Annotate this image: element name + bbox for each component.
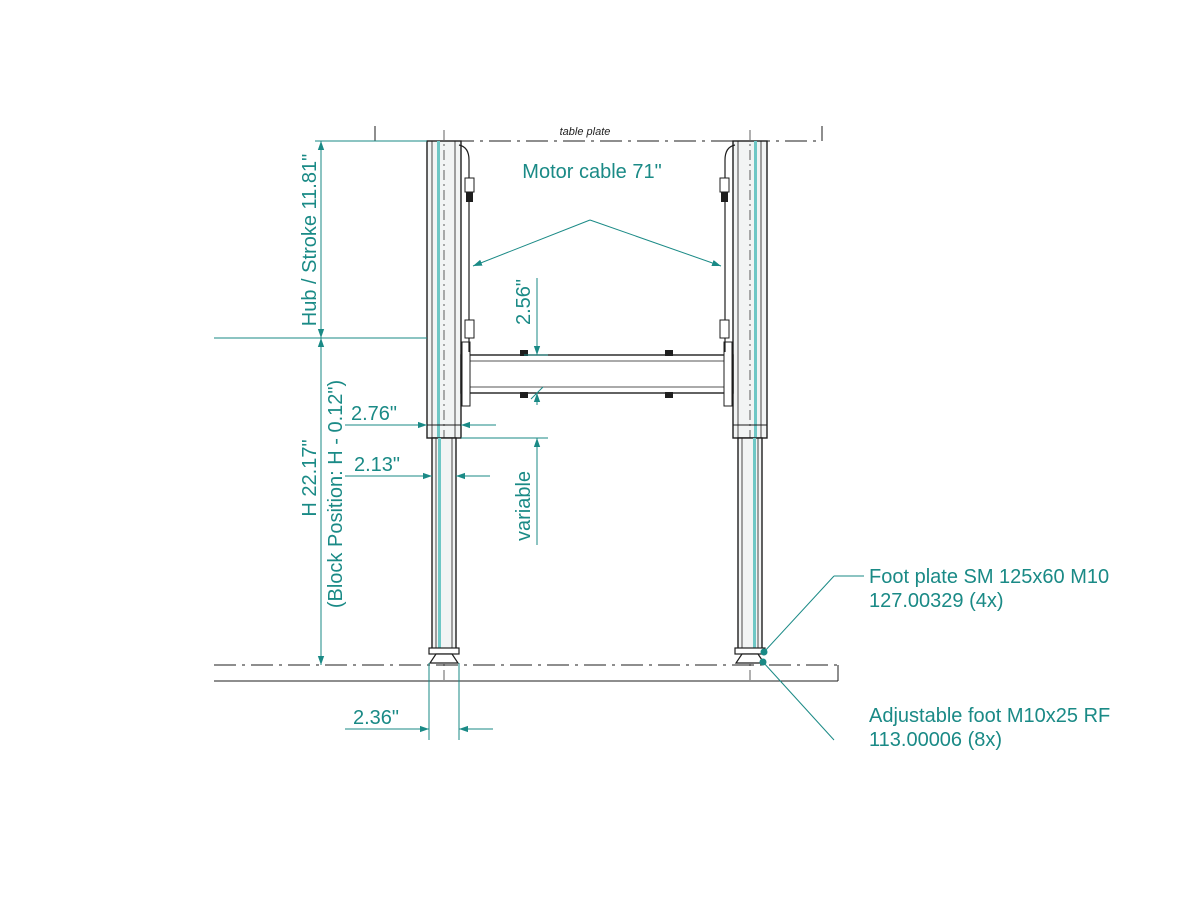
dimension-height: H 22.17" (Block Position: H - 0.12") bbox=[299, 338, 347, 665]
table-plate-label: table plate bbox=[560, 126, 611, 138]
dimension-2-13: 2.13" bbox=[345, 454, 490, 480]
left-column bbox=[426, 130, 462, 680]
motor-cable-label: Motor cable 71" bbox=[522, 161, 661, 183]
adjustable-foot-line1: Adjustable foot M10x25 RF bbox=[869, 705, 1110, 727]
motor-cable-callout: Motor cable 71" bbox=[472, 161, 722, 267]
floor-line bbox=[214, 664, 839, 682]
block-position-label: (Block Position: H - 0.12") bbox=[325, 380, 347, 608]
motor-cable-left bbox=[458, 144, 475, 352]
dim-256-label: 2.56" bbox=[513, 279, 535, 325]
dimension-2-76: 2.76" bbox=[345, 403, 496, 429]
height-label: H 22.17" bbox=[299, 439, 321, 516]
hub-stroke-label: Hub / Stroke 11.81" bbox=[299, 154, 321, 326]
motor-cable-right bbox=[719, 144, 736, 352]
variable-label: variable bbox=[513, 471, 535, 541]
foot-plate-line1: Foot plate SM 125x60 M10 bbox=[869, 566, 1109, 588]
dim-276-label: 2.76" bbox=[351, 403, 397, 425]
dimension-variable: variable bbox=[461, 437, 548, 545]
dimension-2-56: 2.56" bbox=[513, 278, 548, 405]
foot-plate-callout: Foot plate SM 125x60 M10 127.00329 (4x) bbox=[760, 566, 1109, 656]
table-plate: table plate bbox=[374, 126, 823, 142]
dim-213-label: 2.13" bbox=[354, 454, 400, 476]
dim-236-label: 2.36" bbox=[353, 707, 399, 729]
foot-plate-line2: 127.00329 (4x) bbox=[869, 590, 1004, 612]
right-column bbox=[732, 130, 768, 680]
dimension-2-36: 2.36" bbox=[345, 663, 493, 740]
cross-beam bbox=[460, 341, 734, 407]
adjustable-foot-line2: 113.00006 (8x) bbox=[869, 729, 1002, 751]
dimension-hub-stroke: Hub / Stroke 11.81" bbox=[214, 140, 427, 339]
adjustable-foot-callout: Adjustable foot M10x25 RF 113.00006 (8x) bbox=[759, 658, 1110, 751]
